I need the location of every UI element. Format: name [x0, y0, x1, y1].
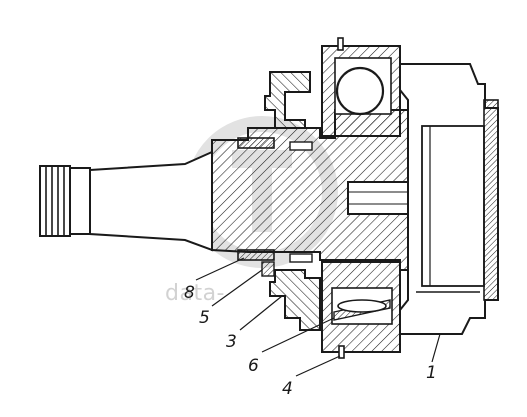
right-housing — [399, 63, 499, 335]
leader-lines — [195, 257, 441, 377]
leader-3 — [239, 295, 283, 331]
callout-6: 6 — [248, 356, 259, 376]
shaft-body — [89, 150, 213, 252]
lower-seal — [237, 249, 313, 277]
threaded-shaft-end — [39, 165, 91, 237]
upper-housing — [264, 71, 311, 129]
callout-8: 8 — [184, 283, 195, 303]
callout-4: 4 — [282, 379, 293, 399]
callout-3: 3 — [226, 332, 237, 352]
leader-8 — [195, 257, 245, 281]
lower-bearing — [321, 261, 401, 359]
leader-6 — [261, 317, 335, 353]
leader-4 — [295, 355, 341, 377]
lower-housing — [269, 269, 321, 331]
upper-bearing — [321, 37, 401, 137]
upper-seal — [237, 137, 313, 151]
callout-1: 1 — [426, 363, 437, 383]
leader-5 — [211, 269, 263, 307]
watermark-text: data- — [165, 281, 225, 306]
callout-5: 5 — [199, 308, 210, 328]
leader-1 — [431, 333, 441, 363]
